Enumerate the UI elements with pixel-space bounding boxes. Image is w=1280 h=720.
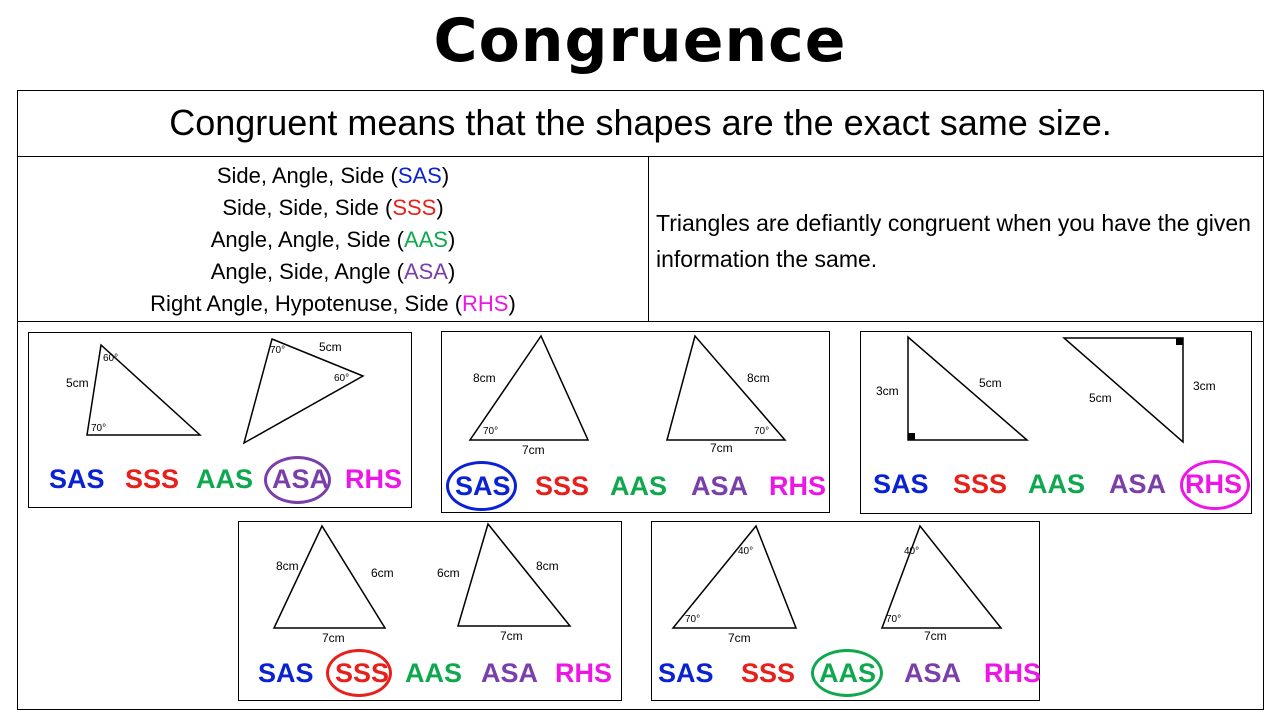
triangle-left <box>907 335 1030 441</box>
option-aas: AAS <box>819 658 877 688</box>
option-sss: SSS <box>741 658 796 688</box>
criterion-asa: Angle, Side, Angle (ASA) <box>210 259 456 284</box>
label-b: 6cm <box>371 566 394 580</box>
label-d: 3cm <box>1193 379 1216 393</box>
label-b: 5cm <box>66 376 89 390</box>
triangle-pair-diagram: 8cm 70° 7cm 8cm 70° 7cm <box>468 334 787 457</box>
option-aas: AAS <box>405 658 463 688</box>
option-rhs: RHS <box>769 471 827 501</box>
label-a: 60° <box>103 353 118 364</box>
criteria-list: Side, Angle, Side (SAS) Side, Side, Side… <box>17 160 649 320</box>
option-sss: SSS <box>125 464 180 494</box>
option-sss: SSS <box>335 658 390 688</box>
label-f: 7cm <box>924 629 947 643</box>
triangle-right <box>666 334 787 441</box>
answer-circle <box>1180 460 1250 510</box>
triangle-left <box>671 524 798 629</box>
option-sas: SAS <box>258 658 314 688</box>
option-rhs: RHS <box>555 658 613 688</box>
criterion-sss: Side, Side, Side (SSS) <box>222 195 444 220</box>
label-c: 70° <box>91 423 106 434</box>
code-aas: AAS <box>403 227 448 252</box>
right-angle-marker <box>908 433 915 440</box>
label-c: 7cm <box>728 631 751 645</box>
option-rhs: RHS <box>345 464 403 494</box>
label-f: 7cm <box>710 441 733 455</box>
option-sas: SAS <box>658 658 714 688</box>
option-rhs: RHS <box>984 658 1042 688</box>
label-a: 8cm <box>473 371 496 385</box>
code-asa: ASA <box>403 259 448 284</box>
right-angle-marker <box>1176 338 1183 345</box>
option-asa: ASA <box>1109 469 1167 499</box>
label-b: 70° <box>483 426 498 437</box>
triangle-pair-diagram: 60° 5cm 70° 70° 5cm 60° <box>66 337 365 445</box>
table-divider-vertical <box>648 156 649 321</box>
example-panel-sas: 8cm 70° 7cm 8cm 70° 7cm SAS SSS AAS ASA … <box>441 331 830 513</box>
option-sas: SAS <box>873 469 929 499</box>
code-sas: SAS <box>397 163 442 188</box>
page-title: Congruence <box>433 6 847 76</box>
label-e: 5cm <box>319 340 342 354</box>
congruence-note: Triangles are defiantly congruent when y… <box>656 210 1251 272</box>
triangle-left <box>468 334 590 441</box>
example-panel-aas: 40° 70° 7cm 40° 70° 7cm SAS SSS AAS ASA … <box>651 521 1042 701</box>
triangle-left <box>272 524 387 629</box>
option-asa: ASA <box>481 658 539 688</box>
triangle-pair-diagram: 3cm 5cm 5cm 3cm <box>876 335 1216 444</box>
label-d: 70° <box>270 345 285 356</box>
label-f: 60° <box>334 373 349 384</box>
criterion-sas: Side, Angle, Side (SAS) <box>216 163 450 188</box>
option-sas: SAS <box>455 471 511 501</box>
example-panel-asa: 60° 5cm 70° 70° 5cm 60° SAS SSS AAS ASA … <box>28 332 412 508</box>
triangle-pair-diagram: 8cm 6cm 7cm 6cm 8cm 7cm <box>272 522 572 645</box>
label-e: 8cm <box>536 559 559 573</box>
option-sss: SSS <box>953 469 1008 499</box>
example-panel-rhs: 3cm 5cm 5cm 3cm SAS SSS AAS ASA RHS <box>860 331 1252 514</box>
answer-circle <box>811 649 883 697</box>
label-c: 7cm <box>522 443 545 457</box>
code-sss: SSS <box>392 195 437 220</box>
triangle-right <box>456 522 572 627</box>
option-aas: AAS <box>610 471 668 501</box>
option-aas: AAS <box>1028 469 1086 499</box>
criterion-aas: Angle, Angle, Side (AAS) <box>210 227 456 252</box>
label-e: 70° <box>886 614 901 625</box>
option-sas: SAS <box>49 464 105 494</box>
option-asa: ASA <box>691 471 749 501</box>
triangle-pair-diagram: 40° 70° 7cm 40° 70° 7cm <box>671 524 1003 645</box>
table-divider-top <box>17 156 1264 157</box>
option-asa: ASA <box>272 464 330 494</box>
example-panel-sss: 8cm 6cm 7cm 6cm 8cm 7cm SAS SSS AAS ASA … <box>238 521 622 701</box>
label-c: 5cm <box>1089 391 1112 405</box>
triangle-left <box>86 343 202 436</box>
triangle-right <box>242 337 365 445</box>
label-d: 8cm <box>747 371 770 385</box>
triangle-right <box>880 524 1003 629</box>
label-a: 40° <box>738 546 753 557</box>
label-d: 40° <box>904 546 919 557</box>
code-rhs: RHS <box>462 291 509 316</box>
content-table <box>17 90 1264 710</box>
congruent-definition: Congruent means that the shapes are the … <box>169 102 1112 143</box>
criterion-rhs: Right Angle, Hypotenuse, Side (RHS) <box>150 291 516 316</box>
label-e: 70° <box>754 426 769 437</box>
option-sss: SSS <box>535 471 590 501</box>
triangle-right <box>1062 337 1184 444</box>
answer-circle <box>326 649 392 697</box>
option-asa: ASA <box>904 658 962 688</box>
option-aas: AAS <box>196 464 254 494</box>
label-b: 70° <box>685 614 700 625</box>
option-rhs: RHS <box>1185 469 1243 499</box>
table-divider-middle <box>17 321 1264 322</box>
label-a: 3cm <box>876 384 899 398</box>
answer-circle <box>264 456 331 504</box>
label-d: 6cm <box>437 566 460 580</box>
answer-circle <box>446 461 517 511</box>
label-f: 7cm <box>500 629 523 643</box>
label-b: 5cm <box>979 376 1002 390</box>
label-c: 7cm <box>322 631 345 645</box>
label-a: 8cm <box>276 559 299 573</box>
